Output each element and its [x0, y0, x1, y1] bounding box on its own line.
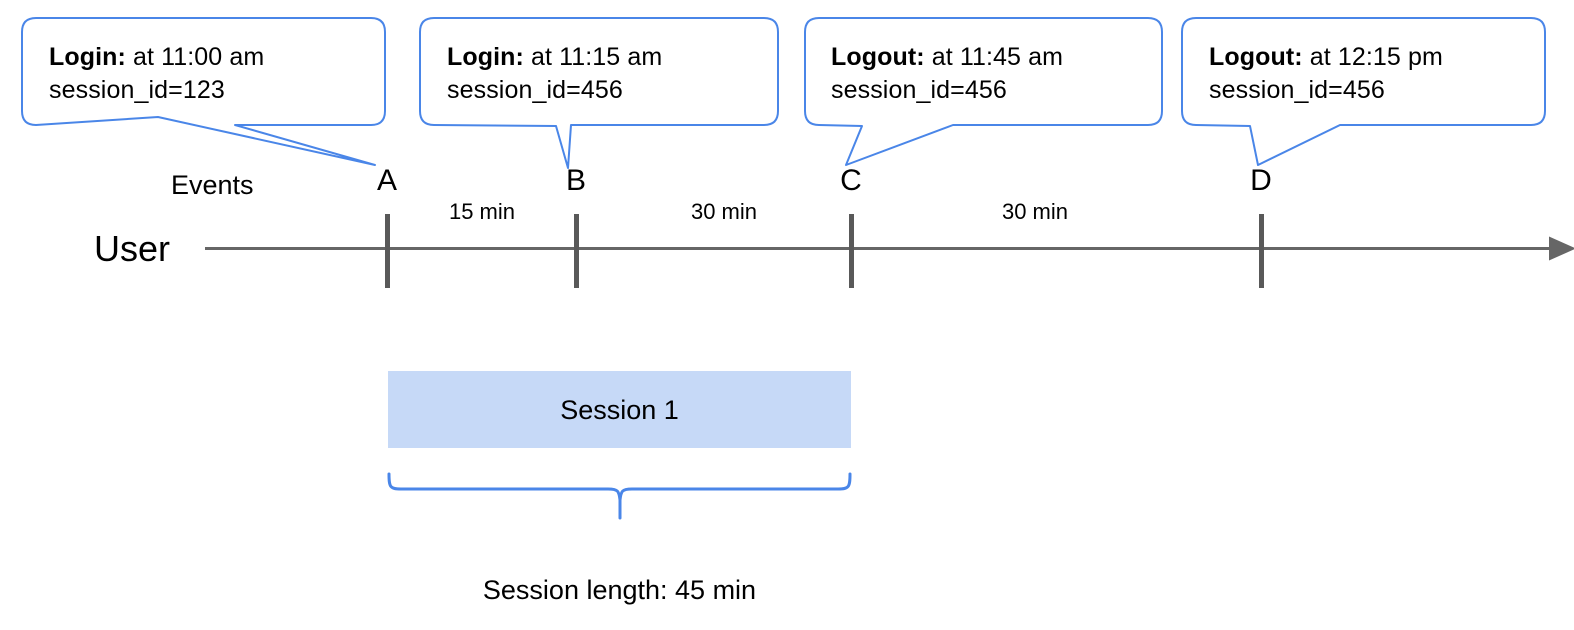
session-bar[interactable]: Session 1	[388, 371, 851, 448]
callout-a-line1: Login: at 11:00 am	[49, 41, 264, 74]
callout-d-lead: Logout:	[1209, 43, 1303, 71]
session-span-brace	[387, 472, 852, 520]
event-marker-label-a: A	[376, 164, 397, 197]
callout-c-lead: Logout:	[831, 43, 925, 71]
callout-d-line2: session_id=456	[1209, 76, 1385, 104]
event-marker-label-c: C	[840, 164, 862, 197]
event-marker-label-d: D	[1250, 164, 1272, 197]
callout-c-text: Logout: at 11:45 am session_id=456	[831, 41, 1063, 107]
session-length-caption: Session length: 45 min	[482, 575, 757, 605]
event-marker-label-b: B	[565, 164, 586, 197]
lane-label-events: Events	[171, 170, 254, 200]
callout-b-line1: Login: at 11:15 am	[447, 41, 662, 74]
callout-b-time: at 11:15 am	[523, 43, 663, 71]
callout-d-time: at 12:15 pm	[1302, 43, 1443, 71]
callout-a-lead: Login:	[49, 43, 126, 71]
callout-b-text: Login: at 11:15 am session_id=456	[447, 41, 662, 107]
callout-a-text: Login: at 11:00 am session_id=123	[49, 41, 264, 107]
gap-label-c-d: 30 min	[1001, 199, 1069, 224]
callout-a-line2: session_id=123	[49, 76, 225, 104]
gap-label-b-c: 30 min	[690, 199, 758, 224]
callout-d-line1: Logout: at 12:15 pm	[1209, 41, 1443, 74]
callout-c-line2: session_id=456	[831, 76, 1007, 104]
callout-a-time: at 11:00 am	[125, 43, 265, 71]
callout-c-time: at 11:45 am	[924, 43, 1064, 71]
callout-d-text: Logout: at 12:15 pm session_id=456	[1209, 41, 1443, 107]
lane-label-user: User	[94, 228, 171, 269]
callout-b-lead: Login:	[447, 43, 524, 71]
callout-c-line1: Logout: at 11:45 am	[831, 41, 1063, 74]
gap-label-a-b: 15 min	[448, 199, 516, 224]
session-bar-label: Session 1	[560, 394, 679, 425]
callout-b-line2: session_id=456	[447, 76, 623, 104]
